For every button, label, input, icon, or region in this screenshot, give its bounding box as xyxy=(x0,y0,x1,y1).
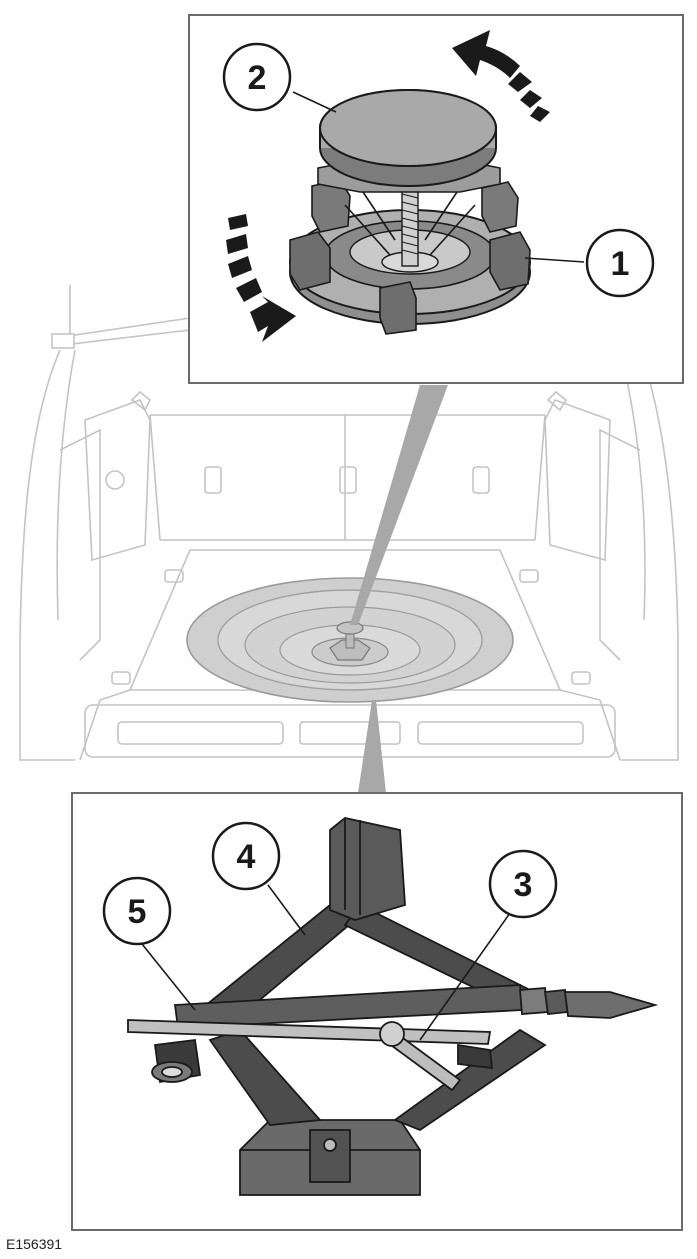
callout-2: 2 xyxy=(222,42,292,112)
zoom-pointer-bottom xyxy=(358,700,386,793)
spare-wheel xyxy=(186,577,514,703)
scissor-jack xyxy=(127,817,659,1196)
figure-id: E156391 xyxy=(6,1236,63,1252)
counterclockwise-arrow-icon xyxy=(452,30,550,122)
load-space-illustration xyxy=(19,285,679,761)
callout-5: 5 xyxy=(102,876,172,946)
callout-2-label: 2 xyxy=(248,59,267,97)
clockwise-arrow-icon xyxy=(226,214,296,342)
callout-3: 3 xyxy=(488,849,558,919)
callout-leaders xyxy=(141,91,585,1041)
callout-4-label: 4 xyxy=(237,838,256,876)
callout-4: 4 xyxy=(211,821,281,891)
callout-1-label: 1 xyxy=(611,245,630,283)
callout-5-label: 5 xyxy=(128,893,147,931)
callout-3-label: 3 xyxy=(514,866,533,904)
zoom-pointer-top xyxy=(350,385,448,625)
callout-1: 1 xyxy=(585,228,655,298)
spare-wheel-retainer xyxy=(289,89,531,335)
